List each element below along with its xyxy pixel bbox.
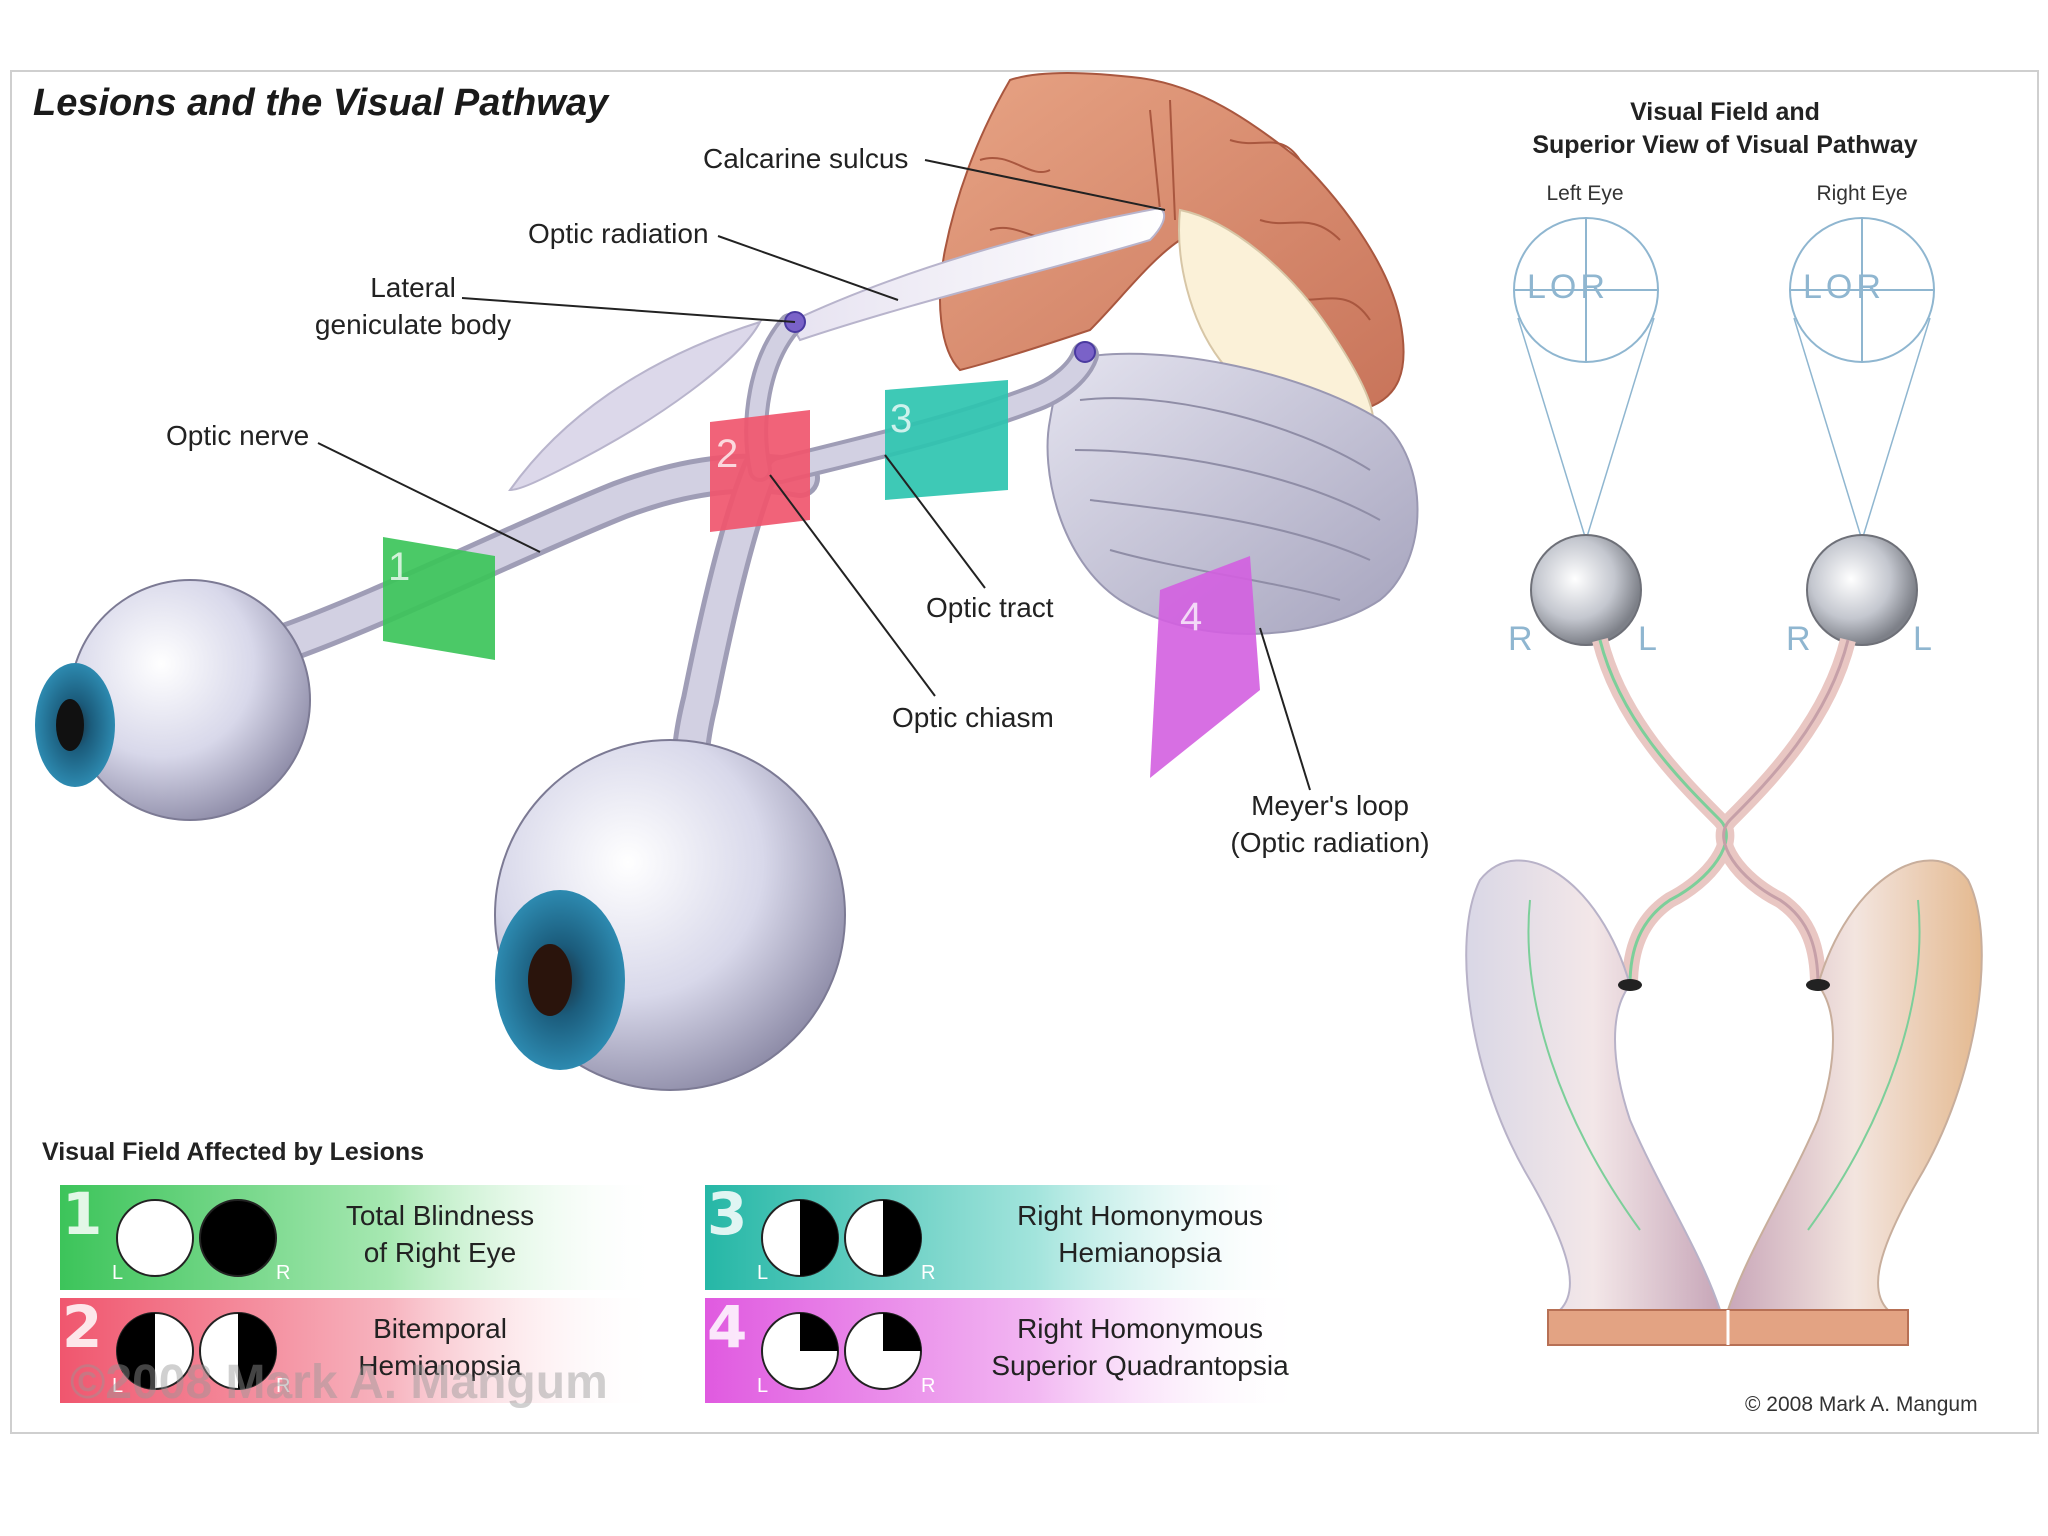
label-lgb-line1: Lateral (370, 272, 456, 303)
legend-1-R: R (276, 1262, 291, 1284)
legend-fields-3 (761, 1199, 922, 1277)
left-eye-side-L: L (1638, 620, 1657, 658)
label-meyers-loop-line1: Meyer's loop (1251, 790, 1409, 821)
legend-3-L: L (757, 1262, 769, 1284)
legend-3-line2: Hemianopsia (1058, 1237, 1222, 1268)
legend-3-R: R (921, 1262, 936, 1284)
left-eye-label: Left Eye (1546, 182, 1624, 205)
left-eye-field-letters: LOR (1527, 268, 1609, 306)
label-calcarine-sulcus: Calcarine sulcus (703, 143, 909, 174)
legend-3-number: 3 (707, 1180, 748, 1248)
left-eyeball-drawing (35, 579, 311, 821)
lesion-marker-1 (383, 537, 495, 660)
legend-1-L: L (112, 1262, 124, 1284)
right-panel-title-line2: Superior View of Visual Pathway (1532, 131, 1918, 159)
legend-2-L: L (112, 1375, 124, 1397)
right-eyeball-drawing (494, 739, 846, 1091)
lesion-marker-3 (885, 380, 1008, 500)
legend-2-line2: Hemianopsia (358, 1350, 522, 1381)
legend-4-number: 4 (707, 1293, 748, 1361)
radiation-fan-drawing (508, 320, 763, 492)
right-panel-diagram (1465, 217, 1983, 1346)
leader-lines (317, 159, 1311, 791)
label-lgb-line2: geniculate body (314, 309, 512, 340)
label-optic-nerve: Optic nerve (166, 420, 310, 451)
legend-1-number: 1 (62, 1180, 103, 1248)
figure-title: Lesions and the Visual Pathway (33, 82, 609, 124)
right-panel-title-line1: Visual Field and (1630, 98, 1820, 126)
label-optic-tract: Optic tract (926, 592, 1054, 623)
legend-fields-2 (116, 1312, 277, 1390)
legend-2-line1: Bitemporal (373, 1313, 507, 1344)
lateral-geniculate-body-right-marker (1074, 341, 1096, 363)
label-optic-chiasm: Optic chiasm (892, 702, 1054, 733)
legend-1-line1: Total Blindness (345, 1200, 535, 1231)
legend-1-line2: of Right Eye (363, 1237, 517, 1268)
copyright: © 2008 Mark A. Mangum (1745, 1393, 1978, 1416)
right-eye-label: Right Eye (1816, 182, 1908, 205)
legend-fields-1 (116, 1199, 277, 1277)
legend-4-line1: Right Homonymous (1017, 1313, 1263, 1344)
label-meyers-loop-line2: (Optic radiation) (1230, 827, 1430, 858)
legend-3-line1: Right Homonymous (1017, 1200, 1263, 1231)
lesion-marker-2 (710, 410, 810, 532)
left-eye-side-R: R (1508, 620, 1533, 658)
right-eye-field-letters: LOR (1803, 268, 1885, 306)
occipital-lobe-drawing (939, 72, 1405, 442)
legend-title: Visual Field Affected by Lesions (42, 1138, 425, 1166)
lesion-marker-4-number: 4 (1180, 595, 1203, 639)
meyers-loop-drawing (1046, 352, 1419, 635)
lesion-marker-2-number: 2 (716, 432, 739, 476)
legend-4-R: R (921, 1375, 936, 1397)
legend-4-L: L (757, 1375, 769, 1397)
lesion-marker-4 (1150, 556, 1260, 778)
legend-fields-4 (761, 1312, 922, 1390)
legend-watermark: ©2008 Mark A. Mangum (70, 1356, 608, 1409)
right-eye-side-R: R (1786, 620, 1811, 658)
lesion-marker-3-number: 3 (890, 397, 913, 441)
optic-radiation-drawing (788, 206, 1166, 342)
legend-2-number: 2 (62, 1293, 103, 1361)
legend-2-R: R (276, 1375, 291, 1397)
right-eye-side-L: L (1913, 620, 1932, 658)
label-optic-radiation: Optic radiation (528, 218, 709, 249)
legend-4-line2: Superior Quadrantopsia (991, 1350, 1289, 1381)
lesion-marker-1-number: 1 (388, 545, 411, 589)
